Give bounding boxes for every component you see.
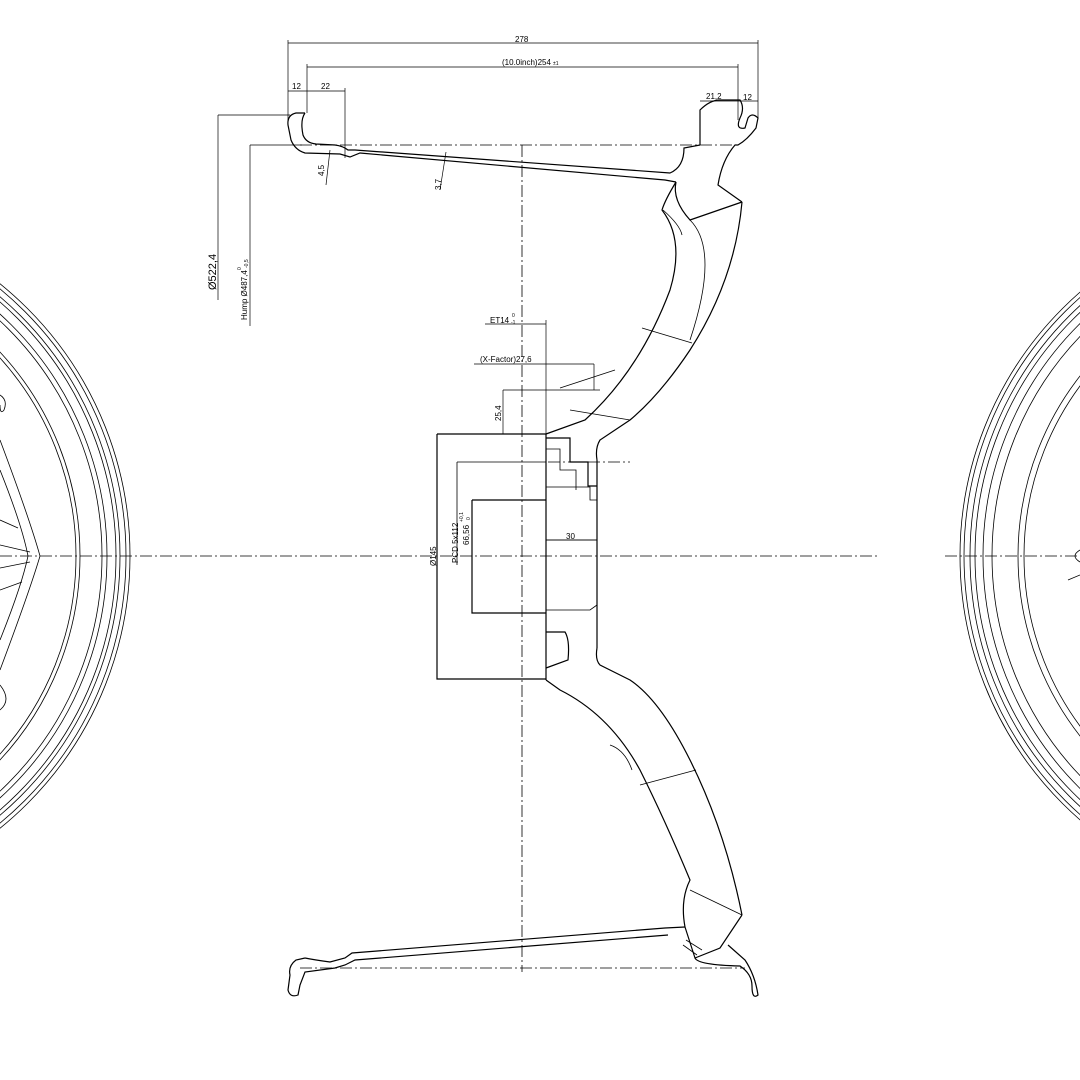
center-lines [0,144,1080,972]
left-bead-label: 22 [321,82,330,91]
hub-section [436,433,598,680]
hump-tolerance-lower: -0,5 [244,259,250,268]
dimension-labels: 278 (10.0inch)254 ±1 12 22 21,2 12 Ø522,… [207,35,752,566]
offset-tolerance-upper: 0 [512,313,515,319]
outer-diameter-label: Ø522,4 [207,254,219,290]
right-wheel-face-view [959,291,1080,821]
rim-width-label: (10.0inch)254 [502,58,551,67]
center-bore-label: 66,56 [462,524,471,545]
offset-label: ET14 [490,316,510,325]
rim-profile-top [287,99,759,461]
right-flange-label: 12 [743,93,752,102]
left-flange-label: 12 [292,82,301,91]
rim-width-tolerance: ±1 [553,61,559,67]
center-bore-tolerance-lower: 0 [466,517,472,520]
well-thickness-label: 3,7 [434,178,443,190]
hump-tolerance-upper: 0 [237,267,243,270]
dimension-lines [217,40,759,541]
x-factor-label: (X-Factor)27,6 [480,355,532,364]
offset-tolerance-lower: -1 [511,320,516,326]
pad-height-label: 25,4 [494,405,503,421]
right-bead-label: 21,2 [706,92,722,101]
hump-diameter-label: Hump Ø487,4 [240,270,249,320]
center-bore-tolerance-upper: +0,1 [459,512,465,522]
wall-thickness-label: 4,5 [317,164,326,176]
rim-profile-bottom [287,647,759,997]
pcd-label: PCD 5x112 [451,522,460,563]
hub-depth-label: 30 [566,532,575,541]
left-wheel-face-view [0,283,131,829]
overall-width-label: 278 [515,35,529,44]
pad-diameter-label: Ø145 [429,546,438,566]
